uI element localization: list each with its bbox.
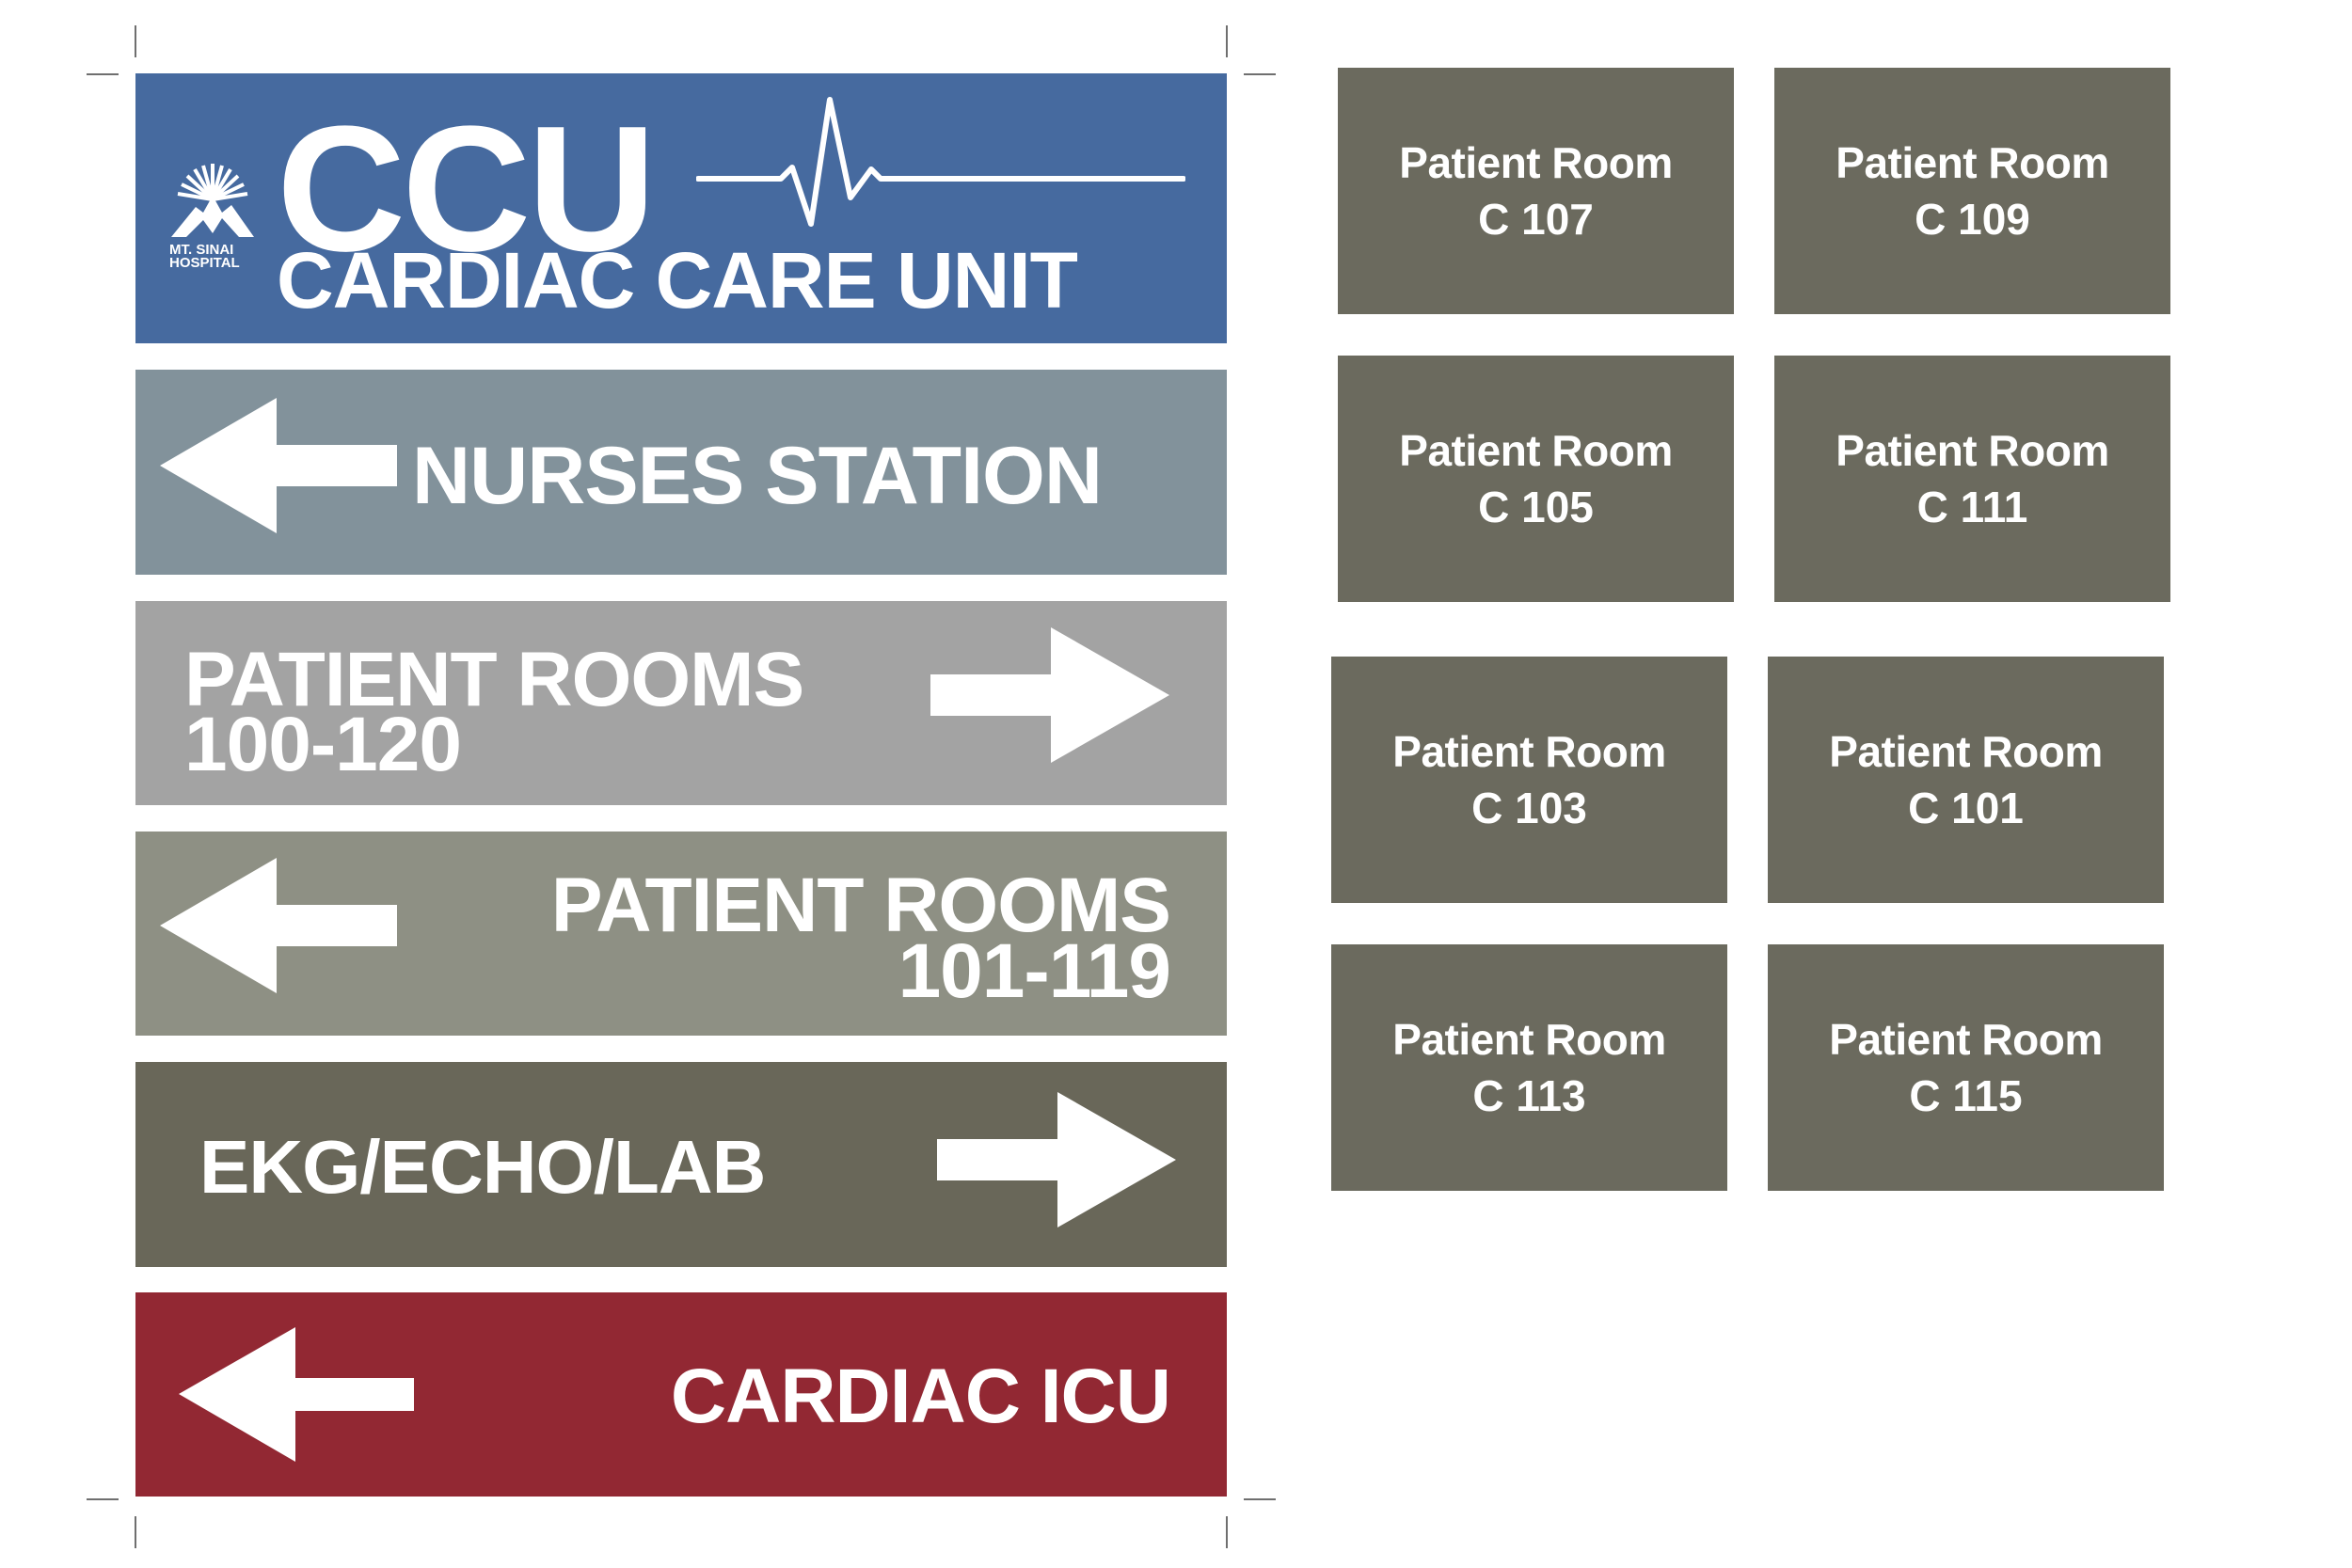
patient-rooms-100-120-sign: PATIENT ROOMS 100-120 <box>135 601 1227 805</box>
ekg-echo-lab-sign: EKG/ECHO/LAB <box>135 1062 1227 1267</box>
heartbeat-line-icon <box>696 97 1185 227</box>
crop-mark <box>135 1516 136 1548</box>
room-label: Patient Room <box>1392 727 1666 776</box>
room-range-label: 101-119 <box>898 928 1171 1014</box>
room-number: C 105 <box>1478 483 1594 531</box>
arrow-left-icon <box>160 858 397 993</box>
arrow-left-icon <box>160 398 397 533</box>
ccu-header-sign: MT. SINAI HOSPITAL CCU CARDIAC CARE UNIT <box>135 73 1227 343</box>
crop-mark <box>1244 73 1276 75</box>
room-range-label: 100-120 <box>184 702 462 787</box>
nurses-station-label: NURSES STATION <box>412 431 1103 521</box>
room-label: Patient Room <box>1399 138 1673 187</box>
room-label: Patient Room <box>1392 1015 1666 1064</box>
patient-rooms-label: PATIENT ROOMS <box>550 863 1171 948</box>
room-label: Patient Room <box>1829 1015 2103 1064</box>
arrow-left-icon <box>179 1327 414 1462</box>
room-number: C 103 <box>1471 784 1587 832</box>
room-sign-c115: Patient Room C 115 <box>1768 944 2164 1191</box>
logo-line1: MT. SINAI <box>169 242 234 258</box>
room-sign-c113: Patient Room C 113 <box>1331 944 1727 1191</box>
crop-mark <box>87 1498 119 1500</box>
room-number: C 107 <box>1478 195 1594 244</box>
room-sign-c105: Patient Room C 105 <box>1338 356 1734 602</box>
mountain-sunburst-icon <box>171 164 254 237</box>
nurses-station-sign: NURSES STATION <box>135 370 1227 575</box>
ccu-subtitle: CARDIAC CARE UNIT <box>277 236 1078 325</box>
arrow-right-icon <box>930 627 1169 763</box>
patient-rooms-101-119-sign: PATIENT ROOMS 101-119 <box>135 832 1227 1036</box>
room-sign-c103: Patient Room C 103 <box>1331 657 1727 903</box>
room-label: Patient Room <box>1399 426 1673 475</box>
room-sign-c109: Patient Room C 109 <box>1774 68 2170 314</box>
room-label: Patient Room <box>1829 727 2103 776</box>
cardiac-icu-sign: CARDIAC ICU <box>135 1292 1227 1497</box>
room-number: C 101 <box>1908 784 2024 832</box>
crop-mark <box>1226 1516 1228 1548</box>
room-sign-c101: Patient Room C 101 <box>1768 657 2164 903</box>
room-label: Patient Room <box>1836 138 2109 187</box>
ekg-echo-lab-label: EKG/ECHO/LAB <box>199 1125 766 1209</box>
patient-rooms-label: PATIENT ROOMS <box>184 637 804 722</box>
room-number: C 111 <box>1916 483 2028 531</box>
room-sign-c107: Patient Room C 107 <box>1338 68 1734 314</box>
logo-line2: HOSPITAL <box>169 255 240 271</box>
cardiac-icu-label: CARDIAC ICU <box>670 1354 1171 1439</box>
crop-mark <box>1226 25 1228 57</box>
arrow-right-icon <box>937 1092 1176 1227</box>
crop-mark <box>87 73 119 75</box>
room-label: Patient Room <box>1836 426 2109 475</box>
ccu-title: CCU <box>277 89 657 289</box>
crop-mark <box>1244 1498 1276 1500</box>
room-sign-c111: Patient Room C 111 <box>1774 356 2170 602</box>
crop-mark <box>135 25 136 57</box>
room-number: C 113 <box>1472 1071 1586 1120</box>
room-number: C 109 <box>1915 195 2030 244</box>
room-number: C 115 <box>1909 1071 2023 1120</box>
